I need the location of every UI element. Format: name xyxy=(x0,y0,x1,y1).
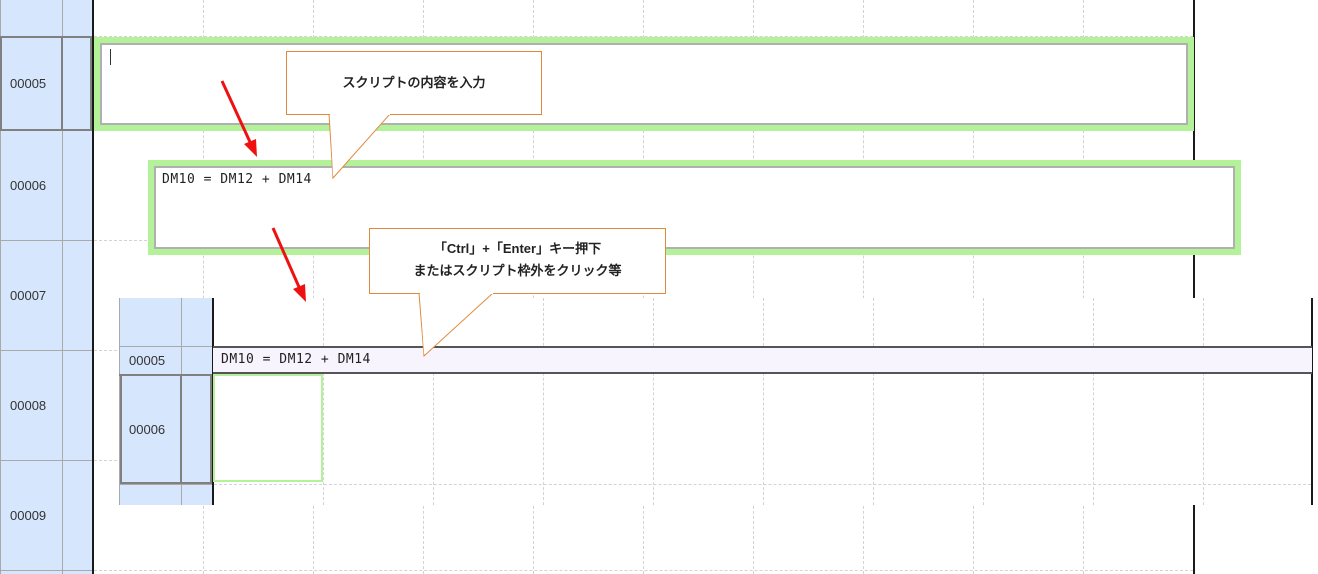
row-number-00009[interactable]: 00009 xyxy=(10,508,47,523)
grid-line xyxy=(203,0,204,574)
callout-commit-line1: 「Ctrl」+「Enter」キー押下 xyxy=(433,241,602,256)
grid-line xyxy=(753,0,754,574)
grid-line xyxy=(983,298,984,505)
row-number-00005[interactable]: 00005 xyxy=(10,76,47,91)
callout-border xyxy=(369,293,420,294)
selected-row-divider xyxy=(61,36,63,131)
callout-border xyxy=(286,114,330,115)
grid-line xyxy=(1083,0,1084,574)
gutter-left-edge xyxy=(119,298,120,505)
row-number-00006[interactable]: 00006 xyxy=(10,178,47,193)
text-caret xyxy=(110,49,111,65)
callout-commit-line2: またはスクリプト枠外をクリック等 xyxy=(413,263,622,278)
grid-line xyxy=(214,484,1311,485)
row-divider xyxy=(0,240,92,241)
script-text: DM10 = DM12 + DM14 xyxy=(162,172,312,187)
grid-line xyxy=(94,570,1193,571)
right-power-rail-lower xyxy=(1193,505,1195,574)
gutter-divider xyxy=(62,0,63,574)
script-input-area[interactable] xyxy=(100,43,1188,125)
callout-border xyxy=(493,293,666,294)
row-divider xyxy=(0,570,92,571)
grid-line xyxy=(863,0,864,574)
grid-line xyxy=(973,0,974,574)
row-divider xyxy=(119,484,212,485)
selected-row-divider xyxy=(180,374,182,484)
row-number-00006[interactable]: 00006 xyxy=(129,422,166,437)
row-divider xyxy=(0,350,92,351)
callout-input-text: スクリプトの内容を入力 xyxy=(342,75,486,90)
gutter-left-edge xyxy=(0,0,1,574)
grid-line xyxy=(763,298,764,505)
grid-line xyxy=(323,298,324,505)
committed-script-text: DM10 = DM12 + DM14 xyxy=(221,352,371,367)
row-number-00005[interactable]: 00005 xyxy=(129,353,166,368)
grid-line xyxy=(873,298,874,505)
script-edit-box-empty[interactable] xyxy=(94,37,1194,131)
row-number-00008[interactable]: 00008 xyxy=(10,398,47,413)
grid-line xyxy=(433,298,434,505)
row-divider xyxy=(0,460,92,461)
callout-commit: 「Ctrl」+「Enter」キー押下 またはスクリプト枠外をクリック等 xyxy=(369,228,666,294)
right-power-rail xyxy=(1311,298,1313,505)
grid-line xyxy=(543,298,544,505)
callout-input: スクリプトの内容を入力 xyxy=(286,51,542,115)
grid-line xyxy=(94,36,1193,37)
row-divider xyxy=(119,346,212,347)
selected-row-frame xyxy=(0,36,92,131)
left-power-rail xyxy=(92,0,94,574)
grid-line xyxy=(653,298,654,505)
row-number-00007[interactable]: 00007 xyxy=(10,288,47,303)
committed-result-panel: 00005 00006 DM10 = DM12 + DM14 xyxy=(119,298,1318,505)
grid-line xyxy=(1203,298,1204,505)
right-power-rail xyxy=(1193,0,1195,300)
row-divider xyxy=(119,374,212,376)
grid-line xyxy=(1093,298,1094,505)
row-number-gutter xyxy=(119,298,212,505)
row-number-gutter xyxy=(0,0,92,574)
grid-line xyxy=(313,0,314,574)
callout-border xyxy=(390,114,542,115)
script-input-area[interactable]: DM10 = DM12 + DM14 xyxy=(154,166,1235,249)
script-edit-box-filled[interactable]: DM10 = DM12 + DM14 xyxy=(148,160,1241,255)
committed-script-row[interactable]: DM10 = DM12 + DM14 xyxy=(213,346,1312,374)
cursor-cell[interactable] xyxy=(213,374,323,482)
